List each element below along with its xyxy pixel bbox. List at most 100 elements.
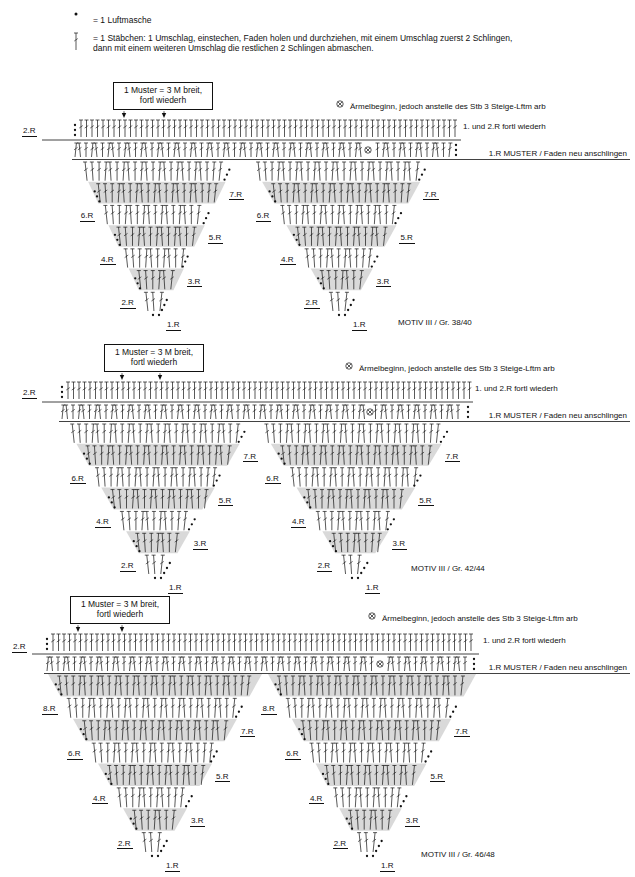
- stitch-stroke: [430, 424, 431, 443]
- double-crochet-symbol: [101, 143, 105, 157]
- stitch-stroke: [198, 405, 199, 419]
- stitch-stroke: [200, 162, 201, 181]
- double-crochet-symbol: [341, 382, 345, 399]
- stitch-stroke: [289, 205, 290, 224]
- double-crochet-symbol: [351, 468, 355, 487]
- double-crochet-symbol: [174, 249, 178, 268]
- stitch-stroke: [117, 468, 118, 487]
- double-crochet-symbol: [88, 405, 92, 419]
- double-crochet-symbol: [231, 382, 235, 399]
- double-crochet-symbol: [199, 468, 203, 487]
- double-crochet-symbol: [173, 120, 177, 137]
- chain-dot: [317, 277, 319, 279]
- double-crochet-symbol: [171, 205, 175, 224]
- chain-dot: [218, 474, 220, 476]
- stitch-stroke: [277, 405, 278, 419]
- chain-dot: [344, 314, 346, 316]
- stitch-stroke: [317, 468, 318, 487]
- double-crochet-symbol: [397, 405, 401, 419]
- chain-dot: [467, 411, 469, 413]
- double-crochet-symbol: [72, 382, 76, 399]
- chain-dot: [424, 169, 426, 171]
- chain-dot: [443, 436, 445, 438]
- double-crochet-symbol: [97, 162, 101, 181]
- double-crochet-symbol: [95, 468, 100, 487]
- double-crochet-symbol: [396, 162, 400, 181]
- double-crochet-symbol: [84, 424, 88, 443]
- double-crochet-symbol: [387, 120, 391, 137]
- stitch-stroke: [325, 205, 326, 224]
- double-crochet-symbol: [316, 120, 320, 137]
- double-crochet-symbol: [389, 162, 393, 181]
- double-crochet-symbol: [140, 143, 144, 157]
- double-crochet-symbol: [360, 162, 364, 181]
- stitch-stroke: [356, 511, 357, 530]
- chain-dot: [96, 195, 98, 197]
- chain-dot: [455, 149, 457, 151]
- double-crochet-symbol: [193, 143, 197, 157]
- chain-dot: [114, 234, 116, 236]
- chain-dot: [191, 523, 193, 525]
- double-crochet-symbol: [176, 162, 180, 181]
- double-crochet-symbol: [189, 120, 193, 137]
- double-crochet-symbol: [377, 205, 381, 224]
- double-crochet-symbol: [156, 249, 160, 268]
- stitch-stroke: [414, 468, 416, 487]
- double-crochet-symbol: [104, 162, 108, 181]
- double-crochet-symbol: [90, 162, 94, 181]
- double-crochet-symbol: [128, 205, 132, 224]
- double-crochet-symbol: [239, 120, 243, 137]
- double-crochet-symbol: [361, 424, 365, 443]
- double-crochet-symbol: [57, 634, 61, 651]
- double-crochet-symbol: [73, 634, 77, 651]
- shaded-row: [129, 269, 184, 291]
- stitch-stroke: [400, 143, 401, 157]
- chain-dot: [387, 528, 389, 530]
- stitch-stroke: [178, 143, 179, 157]
- double-crochet-symbol: [429, 382, 433, 399]
- stitch-stroke: [213, 162, 214, 181]
- stitch-stroke: [179, 205, 180, 224]
- stitch-stroke: [343, 143, 344, 157]
- double-crochet-symbol: [422, 424, 426, 443]
- stitch-stroke: [160, 511, 161, 530]
- double-crochet-symbol: [330, 205, 334, 224]
- double-crochet-symbol: [343, 424, 347, 443]
- chain-dot: [240, 436, 242, 438]
- double-crochet-symbol: [102, 424, 106, 443]
- double-crochet-symbol: [163, 511, 167, 530]
- stitch-stroke: [391, 162, 392, 181]
- double-crochet-symbol: [365, 468, 369, 487]
- chain-dot: [455, 144, 457, 146]
- double-crochet-symbol: [305, 120, 309, 137]
- double-crochet-symbol: [113, 424, 117, 443]
- stitch-stroke: [194, 468, 195, 487]
- chain-dot: [400, 212, 402, 214]
- double-crochet-symbol: [109, 468, 113, 487]
- stitch-stroke: [398, 405, 399, 419]
- stitch-stroke: [191, 143, 192, 157]
- stitch-stroke: [368, 162, 369, 181]
- stitch-stroke: [381, 405, 382, 419]
- double-crochet-symbol: [130, 249, 134, 268]
- double-crochet-symbol: [384, 205, 388, 224]
- chain-dot: [243, 431, 245, 433]
- stitch-stroke: [353, 468, 354, 487]
- stitch-stroke: [83, 405, 84, 419]
- double-crochet-symbol: [317, 162, 321, 181]
- stitch-stroke: [373, 162, 374, 181]
- double-crochet-symbol: [217, 424, 221, 443]
- double-crochet-symbol: [123, 120, 127, 137]
- stitch-stroke: [105, 162, 106, 181]
- double-crochet-symbol: [312, 405, 316, 419]
- double-crochet-symbol: [314, 382, 318, 399]
- stitch-stroke: [330, 405, 331, 419]
- double-crochet-symbol: [335, 405, 339, 419]
- sleeve-start-mark: [367, 409, 373, 415]
- chain-dot: [418, 179, 420, 181]
- double-crochet-symbol: [126, 162, 130, 181]
- double-crochet-symbol: [290, 468, 295, 487]
- chain-dot: [186, 255, 188, 257]
- double-crochet-symbol: [432, 143, 436, 157]
- stitch-stroke: [154, 555, 155, 574]
